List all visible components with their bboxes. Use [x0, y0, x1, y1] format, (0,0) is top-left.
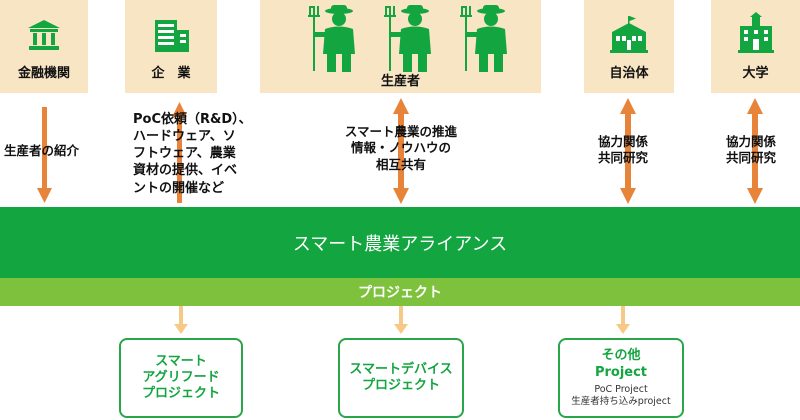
relation-text-company: PoC依頼（R&D）、 ハードウェア、ソ フトウェア、農業 資材の提供、イベ ン…: [133, 112, 252, 196]
arrow-municipality: [620, 98, 636, 204]
bank-icon: [28, 20, 60, 50]
relation-text-university: 協力関係 共同研究: [726, 134, 777, 166]
project-band-label: プロジェクト: [358, 285, 442, 301]
relation-text-municipality: 協力関係 共同研究: [598, 134, 649, 166]
office-building-icon: [155, 20, 189, 52]
arrow-university: [747, 98, 763, 204]
arrow-to-project-1: [174, 306, 188, 334]
arrow-finance: [37, 107, 52, 203]
project-other-sub: PoC Project 生産者持ち込みproject: [571, 383, 671, 407]
tile-producer: 生産者: [260, 0, 541, 93]
university-icon: [737, 12, 774, 53]
arrow-to-project-2: [394, 306, 408, 334]
arrow-producer: [393, 98, 409, 204]
alliance-band: スマート農業アライアンス: [0, 207, 800, 278]
project-band: プロジェクト: [0, 278, 800, 306]
project-box-smart-device: スマートデバイス プロジェクト: [338, 338, 464, 418]
entity-label-company: 企 業: [151, 66, 191, 81]
entity-label-finance: 金融機関: [17, 66, 70, 81]
relation-text-finance: 生産者の紹介: [4, 143, 80, 158]
project-box-smart-agrifood: スマート アグリフード プロジェクト: [119, 338, 243, 418]
tile-municipality: 自治体: [584, 0, 674, 93]
town-hall-icon: [610, 16, 648, 53]
relation-text-producer: スマート農業の推進 情報・ノウハウの 相互共有: [344, 124, 458, 172]
tile-finance: 金融機関: [0, 0, 88, 93]
tile-university: 大学: [711, 0, 800, 93]
alliance-label: スマート農業アライアンス: [292, 233, 508, 255]
arrow-to-project-3: [616, 306, 630, 334]
entity-label-university: 大学: [742, 66, 769, 81]
tile-company: 企 業: [125, 0, 217, 93]
arrow-company: [172, 102, 187, 203]
entity-label-producer: 生産者: [380, 74, 420, 89]
entity-label-municipality: 自治体: [609, 66, 649, 81]
project-box-other: その他 Project PoC Project 生産者持ち込みproject: [558, 338, 684, 418]
